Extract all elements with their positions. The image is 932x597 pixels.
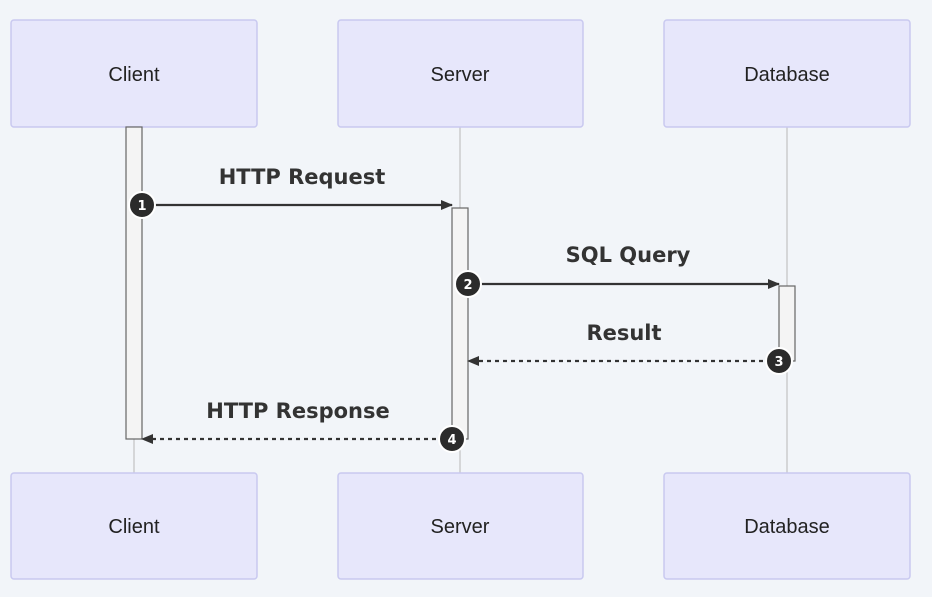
actor-database-top: Database [663,19,911,128]
message-1-number: 1 [137,199,146,214]
actor-server-top-label: Server [431,64,490,86]
actor-client-bottom: Client [10,472,258,580]
actor-client-top: Client [10,19,258,128]
actor-server-bottom: Server [337,472,584,580]
message-4-badge [438,425,466,453]
message-1-label: HTTP Request [219,165,386,189]
message-4-label: HTTP Response [206,399,389,423]
activation-client [125,126,143,440]
actor-database-bottom-label: Database [744,516,830,538]
message-2-number: 2 [463,278,472,293]
message-3-badge [765,347,793,375]
actor-database-bottom: Database [663,472,911,580]
actor-client-top-label: Client [108,64,160,86]
actor-server-top: Server [337,19,584,128]
message-2-label: SQL Query [566,243,691,267]
message-4: HTTP Response 4 [141,399,466,453]
message-3-number: 3 [774,355,783,370]
activation-server [451,207,469,440]
message-2-badge [454,270,482,298]
message-2: SQL Query 2 [454,243,780,298]
message-1: HTTP Request 1 [128,165,453,219]
actor-database-top-label: Database [744,64,830,86]
message-1-badge [128,191,156,219]
message-3-label: Result [586,321,661,345]
actor-server-bottom-label: Server [431,516,490,538]
message-4-number: 4 [447,433,456,448]
actor-client-bottom-label: Client [108,516,160,538]
message-3: Result 3 [467,321,793,375]
